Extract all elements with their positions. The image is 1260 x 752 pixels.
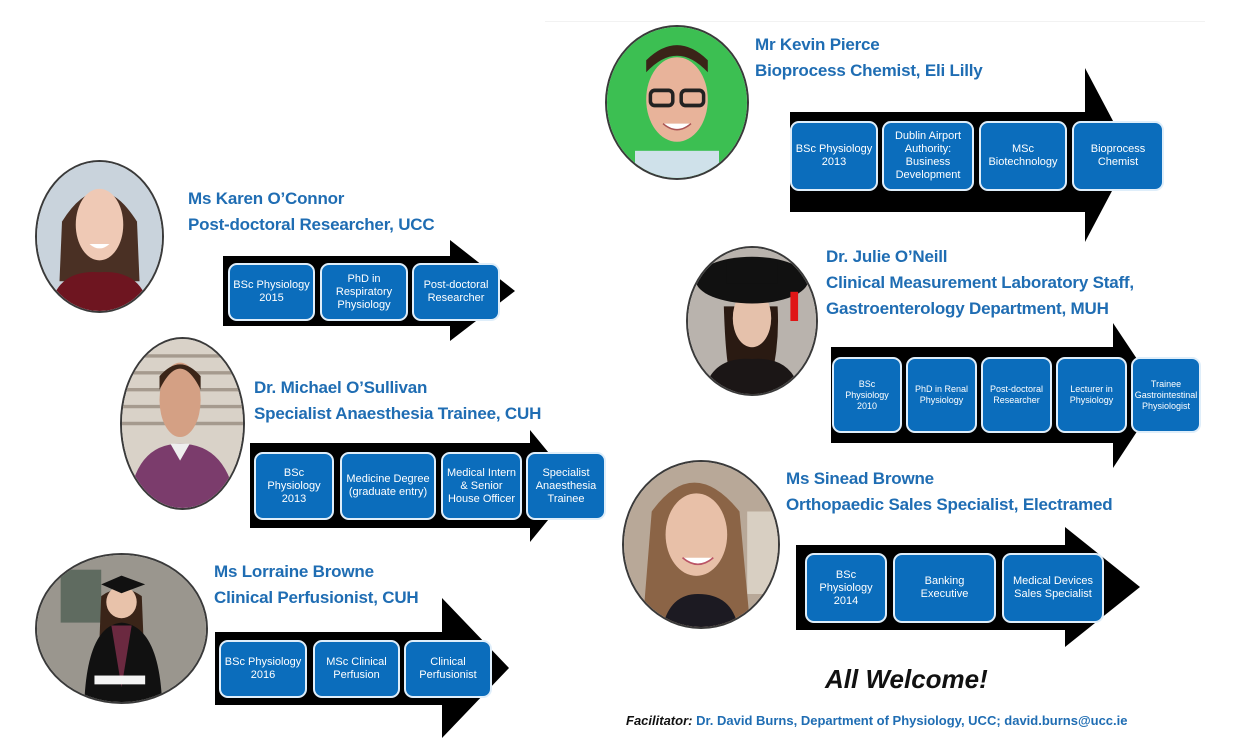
career-step: BSc Physiology 2013 xyxy=(790,121,878,191)
career-step: BSc Physiology 2014 xyxy=(805,553,887,623)
profile-role: Specialist Anaesthesia Trainee, CUH xyxy=(254,404,542,423)
career-step: Medical Devices Sales Specialist xyxy=(1002,553,1104,623)
profile-role-cont: Gastroenterology Department, MUH xyxy=(826,299,1109,318)
career-step: Clinical Perfusionist xyxy=(404,640,492,698)
career-step: BSc Physiology 2016 xyxy=(219,640,307,698)
profile-heading-karen: Ms Karen O’Connor Post-doctoral Research… xyxy=(188,186,435,238)
profile-heading-sinead: Ms Sinead Browne Orthopaedic Sales Speci… xyxy=(786,466,1113,518)
profile-name: Dr. Julie O’Neill xyxy=(826,247,948,266)
colon: : xyxy=(688,713,697,728)
career-step: BSc Physiology 2013 xyxy=(254,452,334,520)
career-step: MSc Clinical Perfusion xyxy=(313,640,400,698)
profile-name: Dr. Michael O’Sullivan xyxy=(254,378,428,397)
facilitator-label: Facilitator xyxy=(626,713,689,728)
career-step: Specialist Anaesthesia Trainee xyxy=(526,452,606,520)
profile-name: Mr Kevin Pierce xyxy=(755,35,880,54)
profile-name: Ms Sinead Browne xyxy=(786,469,934,488)
career-step: Trainee Gastrointestinal Physiologist xyxy=(1131,357,1201,433)
welcome-text: All Welcome! xyxy=(825,664,988,694)
career-step: Medicine Degree (graduate entry) xyxy=(340,452,436,520)
profile-heading-kevin: Mr Kevin Pierce Bioprocess Chemist, Eli … xyxy=(755,32,983,84)
profile-photo-sinead xyxy=(622,460,780,629)
career-step: PhD in Respiratory Physiology xyxy=(320,263,408,321)
profile-photo-julie xyxy=(686,246,818,396)
profile-photo-lorraine xyxy=(35,553,208,704)
career-step: PhD in Renal Physiology xyxy=(906,357,977,433)
career-step: Dublin Airport Authority: Business Devel… xyxy=(882,121,974,191)
career-step: Banking Executive xyxy=(893,553,996,623)
profile-heading-julie: Dr. Julie O’Neill Clinical Measurement L… xyxy=(826,244,1134,322)
profile-role: Orthopaedic Sales Specialist, Electramed xyxy=(786,495,1113,514)
profile-name: Ms Lorraine Browne xyxy=(214,562,374,581)
career-step: BSc Physiology 2010 xyxy=(832,357,902,433)
career-step: Medical Intern & Senior House Officer xyxy=(441,452,522,520)
facilitator-details: Dr. David Burns, Department of Physiolog… xyxy=(696,713,1128,728)
profile-name: Ms Karen O’Connor xyxy=(188,189,345,208)
profile-role: Bioprocess Chemist, Eli Lilly xyxy=(755,61,983,80)
career-step: BSc Physiology 2015 xyxy=(228,263,315,321)
profile-photo-michael xyxy=(120,337,245,510)
profile-heading-michael: Dr. Michael O’Sullivan Specialist Anaest… xyxy=(254,375,541,427)
career-step: Post-doctoral Researcher xyxy=(981,357,1052,433)
career-step: Bioprocess Chemist xyxy=(1072,121,1164,191)
profile-role: Clinical Measurement Laboratory Staff, xyxy=(826,273,1134,292)
divider xyxy=(545,21,1205,22)
profile-heading-lorraine: Ms Lorraine Browne Clinical Perfusionist… xyxy=(214,559,419,611)
facilitator-footer: Facilitator: Dr. David Burns, Department… xyxy=(626,713,1127,728)
profile-role: Post-doctoral Researcher, UCC xyxy=(188,215,435,234)
profile-role: Clinical Perfusionist, CUH xyxy=(214,588,419,607)
profile-photo-karen xyxy=(35,160,164,313)
career-step: MSc Biotechnology xyxy=(979,121,1067,191)
career-step: Post-doctoral Researcher xyxy=(412,263,500,321)
profile-photo-kevin xyxy=(605,25,749,180)
career-step: Lecturer in Physiology xyxy=(1056,357,1127,433)
